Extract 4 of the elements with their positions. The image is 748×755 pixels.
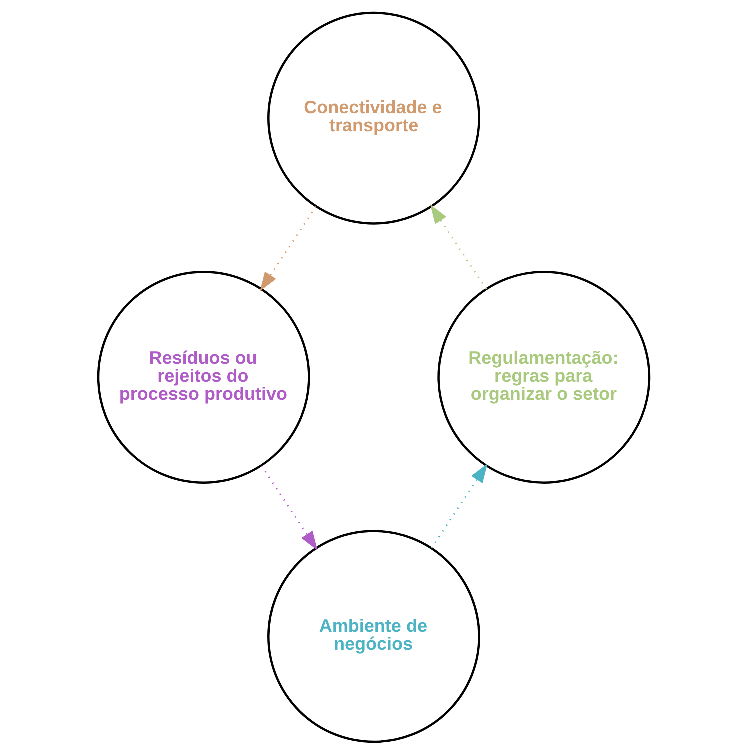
arrow — [261, 466, 318, 551]
arrow — [430, 204, 488, 290]
arrow — [260, 206, 317, 292]
arrow — [430, 464, 488, 549]
